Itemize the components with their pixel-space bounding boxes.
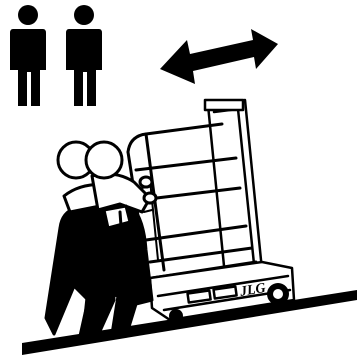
person-icon-left (10, 5, 46, 106)
mobile-lift: JLG (128, 100, 294, 323)
workers-pushing-lift (46, 142, 156, 340)
two-person-icon (10, 5, 102, 106)
lift-wheel-front (169, 309, 183, 323)
person-icon-right (66, 5, 102, 106)
lift-wheel-rear (267, 283, 289, 305)
double-headed-arrow-icon (160, 29, 278, 84)
